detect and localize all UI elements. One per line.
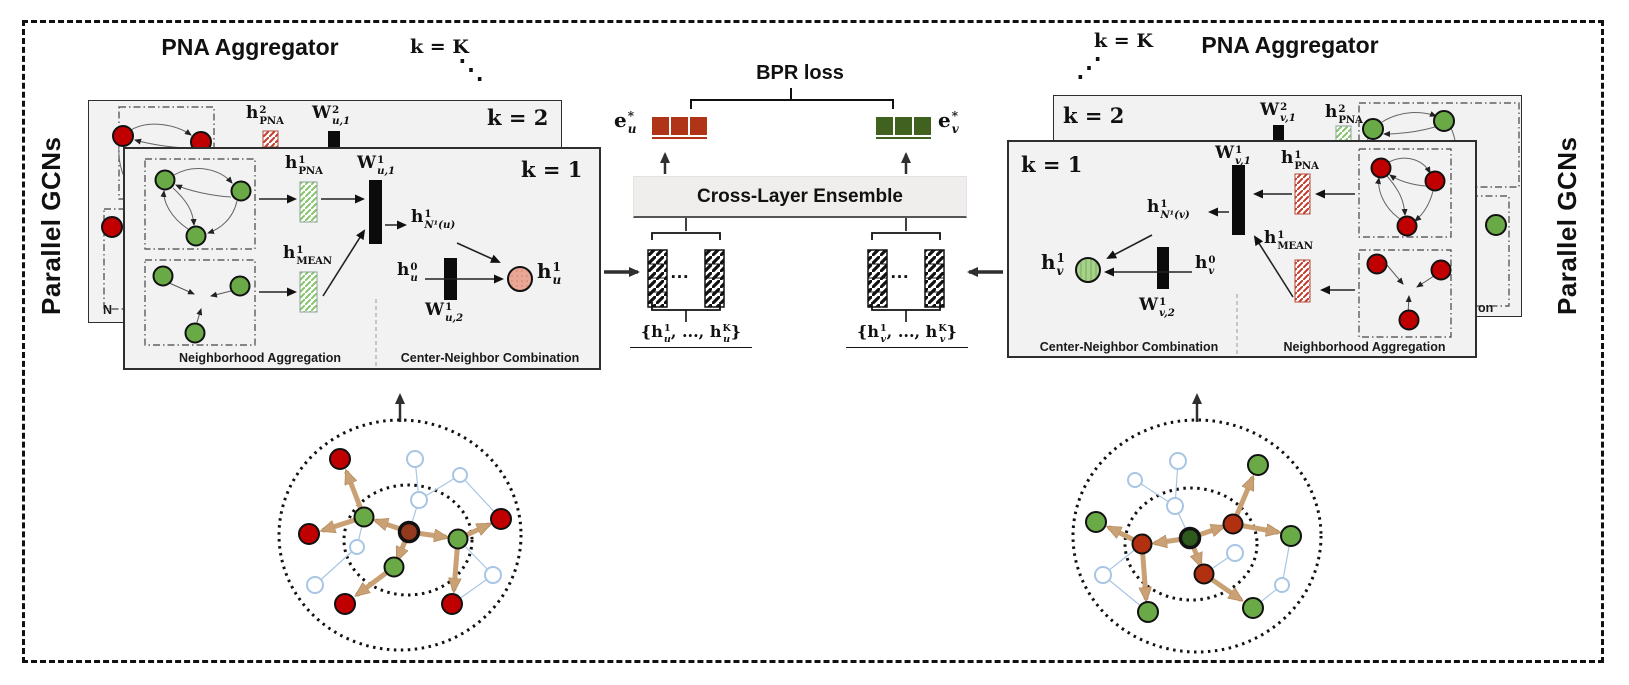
left-k-equals-K-label: k = K xyxy=(410,36,469,58)
e-u-cell xyxy=(652,117,669,135)
center-connectors xyxy=(604,88,1003,322)
e-v-cell xyxy=(876,117,893,135)
right-parallel-gcns-label: Parallel GCNs xyxy=(1552,136,1582,315)
cross-layer-ensemble-label: Cross-Layer Ensemble xyxy=(697,186,903,207)
right-neighborhood-aggregation-label: Neighborhood Aggregation xyxy=(1283,340,1446,354)
left-pna-aggregator-title: PNA Aggregator xyxy=(161,34,339,60)
e-u-cell xyxy=(671,117,688,135)
e-v-cell xyxy=(895,117,912,135)
e-v-label: e*v xyxy=(938,108,959,136)
layer-ellipsis-v: ... xyxy=(890,262,910,283)
left-neighborhood-aggregation-label: Neighborhood Aggregation xyxy=(178,351,342,365)
right-k2-tag: k = 2 xyxy=(1063,103,1125,128)
left-neighborhood-graph xyxy=(277,393,523,652)
right-k1-graphics xyxy=(1075,148,1452,354)
center-user-node xyxy=(397,520,421,544)
e-u-embedding-vector xyxy=(652,117,707,139)
left-parallel-gcns-label: Parallel GCNs xyxy=(36,136,66,315)
cross-layer-ensemble-box: Cross-Layer Ensemble xyxy=(633,176,967,218)
left-center-neighbor-combination-label: Center-Neighbor Combination xyxy=(400,351,580,365)
right-k2-truncated-label: on xyxy=(1478,301,1494,315)
left-k2-truncated-label: N xyxy=(103,303,113,317)
center-item-node xyxy=(1178,526,1202,550)
right-pna-aggregator-title: PNA Aggregator xyxy=(1201,32,1379,58)
right-k1-tag: k = 1 xyxy=(1021,152,1083,177)
bpr-loss-label: BPR loss xyxy=(756,62,844,84)
layer-ellipsis-u: ... xyxy=(670,262,690,283)
right-k-equals-K-label: k = K xyxy=(1094,30,1153,52)
left-k1-graphics xyxy=(144,158,533,367)
left-k1-tag: k = 1 xyxy=(521,157,583,182)
left-diagonal-dots: ⋱ xyxy=(458,54,484,84)
right-diagonal-dots: ⋰ xyxy=(1076,52,1102,82)
e-u-label: e*u xyxy=(614,108,637,136)
left-k2-tag: k = 2 xyxy=(487,105,549,130)
e-v-embedding-vector xyxy=(876,117,931,139)
figure-border xyxy=(22,20,1604,663)
e-u-cell xyxy=(690,117,707,135)
e-v-cell xyxy=(914,117,931,135)
right-neighborhood-graph xyxy=(1071,393,1323,654)
right-center-neighbor-combination-label: Center-Neighbor Combination xyxy=(1039,340,1219,354)
